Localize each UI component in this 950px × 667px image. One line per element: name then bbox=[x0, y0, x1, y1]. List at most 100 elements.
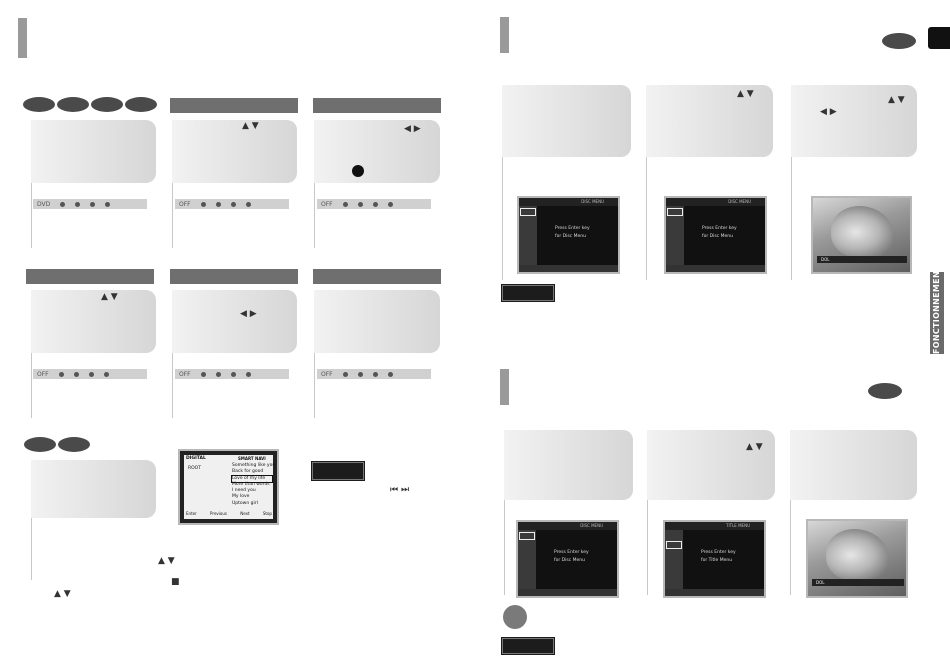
disc-icon bbox=[357, 371, 363, 377]
disc-type-badge bbox=[23, 97, 55, 112]
step-header-2 bbox=[170, 98, 298, 113]
step-header-5 bbox=[170, 269, 298, 284]
up-down-arrow-icon: ▲ ▼ bbox=[158, 556, 175, 566]
screen-header: TITLE MENU bbox=[665, 522, 764, 530]
display-strip-4: OFF bbox=[33, 369, 147, 379]
display-strip-3: OFF bbox=[317, 199, 431, 209]
step-column-line bbox=[31, 460, 32, 580]
off-label: OFF bbox=[179, 370, 191, 378]
step-column-line bbox=[504, 430, 505, 595]
mp3-enter-hint: Enter bbox=[186, 511, 197, 516]
stop-icon: ■ bbox=[171, 577, 180, 587]
disc-icon bbox=[215, 371, 221, 377]
disc-icon bbox=[60, 201, 66, 207]
up-down-arrow-icon: ▲ ▼ bbox=[737, 89, 754, 99]
disc-menu-screen: DISC MENU Press Enter key for Disc Menu bbox=[517, 196, 620, 274]
step-panel-2 bbox=[172, 120, 297, 183]
screen-sidebar bbox=[665, 530, 683, 589]
disc-type-badge bbox=[24, 437, 56, 452]
right-page-header-bar-1 bbox=[500, 17, 509, 53]
screen-text-line2: for Disc Menu bbox=[702, 234, 733, 239]
playback-info-label: DOL bbox=[821, 257, 830, 262]
disc-icon bbox=[342, 371, 348, 377]
page-corner-tab bbox=[928, 27, 950, 49]
disc-icon bbox=[73, 371, 79, 377]
screen-header: DISC MENU bbox=[519, 198, 618, 206]
mp3-header-left: DIGITAL bbox=[186, 456, 206, 461]
disc-icon bbox=[342, 201, 348, 207]
speaker-icon bbox=[245, 371, 251, 377]
disc-icon bbox=[58, 371, 64, 377]
screen-sidebar-item-selected bbox=[667, 208, 683, 216]
off-label: OFF bbox=[321, 200, 333, 208]
disc-menu-screen: DISC MENU Press Enter key for Disc Menu bbox=[664, 196, 767, 274]
up-down-arrow-icon: ▲ ▼ bbox=[101, 292, 118, 302]
title-menu-step-1 bbox=[504, 430, 633, 500]
speaker-icon bbox=[387, 371, 393, 377]
disc-icon bbox=[357, 201, 363, 207]
playback-info-label: DOL bbox=[816, 580, 825, 585]
step-panel-mp3 bbox=[31, 460, 156, 518]
disc-icon bbox=[200, 371, 206, 377]
playback-screen: DOL bbox=[811, 196, 912, 274]
step-panel-3 bbox=[314, 120, 440, 183]
disc-type-badge bbox=[58, 437, 90, 452]
left-right-arrow-icon: ◀ ▶ bbox=[240, 309, 257, 319]
screen-sidebar bbox=[519, 206, 537, 265]
mp3-track-selected[interactable]: Love of my life bbox=[231, 474, 273, 483]
mp3-track[interactable]: My love bbox=[232, 494, 250, 500]
off-label: OFF bbox=[37, 370, 49, 378]
title-menu-step-2 bbox=[647, 430, 775, 500]
mp3-track[interactable]: More than words bbox=[232, 481, 270, 487]
left-right-arrow-icon: ◀ ▶ bbox=[820, 107, 837, 117]
mp3-toolbar: Enter Previous Next Stop bbox=[186, 511, 272, 516]
step-column-line bbox=[790, 430, 791, 595]
clock-icon bbox=[90, 201, 96, 207]
disc-type-badge bbox=[57, 97, 89, 112]
mp3-track[interactable]: Something like you bbox=[232, 463, 276, 468]
step-column-line bbox=[314, 120, 315, 248]
mp3-header-right: SMART NAVI bbox=[238, 456, 266, 461]
mp3-track[interactable]: Back for good bbox=[232, 469, 264, 475]
speaker-icon bbox=[105, 201, 111, 207]
step-column-line bbox=[172, 120, 173, 248]
step-column-line bbox=[647, 430, 648, 595]
screen-text-line1: Press Enter key bbox=[555, 226, 590, 231]
note-label bbox=[312, 462, 364, 480]
step-panel-1 bbox=[31, 120, 156, 183]
step-column-line bbox=[314, 290, 315, 418]
screen-sidebar bbox=[518, 530, 536, 589]
mp3-root-folder: ROOT bbox=[188, 466, 201, 471]
screen-text-line2: for Title Menu bbox=[701, 558, 733, 563]
playback-info-bar bbox=[817, 256, 907, 263]
clock-icon bbox=[230, 201, 236, 207]
title-menu-screen: TITLE MENU Press Enter key for Title Men… bbox=[663, 520, 766, 598]
up-down-arrow-icon: ▲ ▼ bbox=[242, 121, 259, 131]
playback-info-bar bbox=[812, 579, 904, 586]
up-down-arrow-icon: ▲ ▼ bbox=[888, 95, 905, 105]
step-header-3 bbox=[313, 98, 441, 113]
speaker-icon bbox=[103, 371, 109, 377]
screen-footer bbox=[518, 589, 617, 596]
left-right-arrow-icon: ◀ ▶ bbox=[404, 124, 421, 134]
note-label bbox=[502, 638, 554, 654]
prev-next-icon: ⏮ ⏭ bbox=[390, 485, 410, 495]
right-page-header-bar-2 bbox=[500, 369, 509, 405]
screen-sidebar-item-selected bbox=[520, 208, 536, 216]
step-panel-6 bbox=[314, 290, 440, 353]
speaker-icon bbox=[245, 201, 251, 207]
section-side-tab: FONCTIONNEMENT bbox=[930, 265, 944, 354]
step-header-6 bbox=[313, 269, 441, 284]
step-column-line bbox=[31, 290, 32, 418]
off-label: OFF bbox=[321, 370, 333, 378]
step-column-line bbox=[646, 85, 647, 280]
disc-icon bbox=[75, 201, 81, 207]
display-strip-2: OFF bbox=[175, 199, 289, 209]
mp3-track[interactable]: I need you bbox=[232, 488, 256, 494]
screen-text-line1: Press Enter key bbox=[554, 550, 589, 555]
mp3-track[interactable]: Uptown girl bbox=[232, 500, 258, 506]
step-column-line bbox=[172, 290, 173, 418]
disc-menu-step-1 bbox=[502, 85, 631, 157]
dolphin-image bbox=[831, 206, 893, 258]
screen-text-line2: for Disc Menu bbox=[554, 558, 585, 563]
